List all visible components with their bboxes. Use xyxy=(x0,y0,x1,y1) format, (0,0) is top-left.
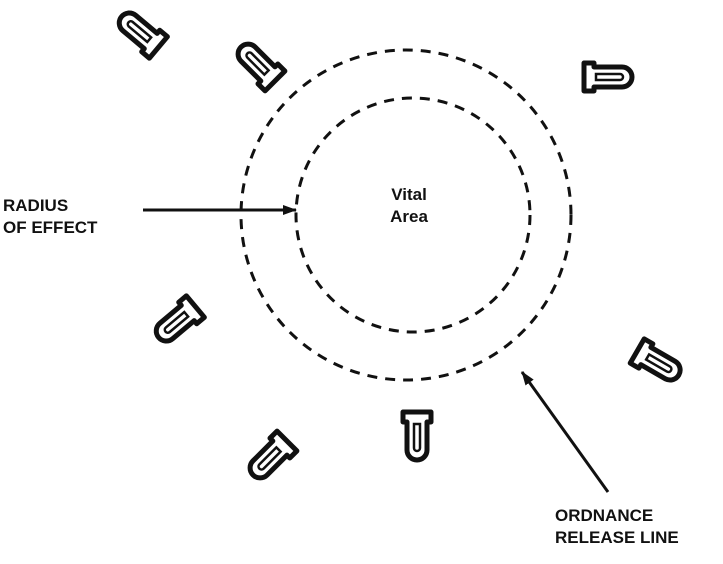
ordnance-icon xyxy=(150,296,205,348)
ordnance-release-line-label: ORDNANCE RELEASE LINE xyxy=(555,505,679,549)
ordnance-icon xyxy=(113,6,168,58)
radius-of-effect-label: RADIUS OF EFFECT xyxy=(3,195,97,239)
vital-area-circle xyxy=(294,96,532,334)
ordnance-icon xyxy=(231,37,285,91)
ordnance-icon xyxy=(243,431,297,485)
ordnance-release-line-line-1: ORDNANCE xyxy=(555,506,654,525)
vital-area-label: Vital Area xyxy=(374,184,444,228)
ordnance-icon xyxy=(630,339,686,387)
ordnance-release-line-line-2: RELEASE LINE xyxy=(555,528,679,547)
radius-of-effect-line-2: OF EFFECT xyxy=(3,218,98,237)
vital-area-line-2: Area xyxy=(390,207,428,226)
ordnance-icon xyxy=(403,412,431,460)
ordnance-icon xyxy=(584,63,632,91)
vital-area-line-1: Vital xyxy=(391,185,427,204)
ordnance-release-line-circle xyxy=(239,48,573,382)
radius-of-effect-line-1: RADIUS xyxy=(3,196,69,215)
ordnance-release-line-arrow xyxy=(520,371,610,493)
